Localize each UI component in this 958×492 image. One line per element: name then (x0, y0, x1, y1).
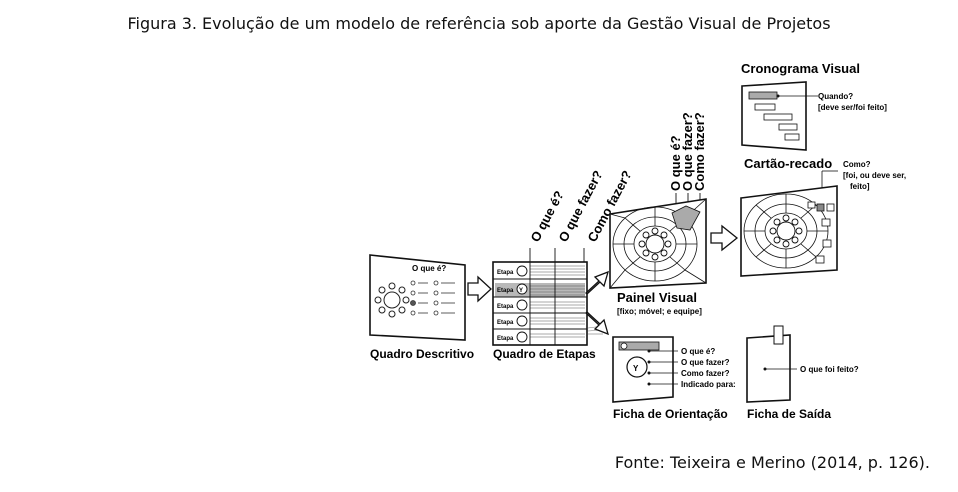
figure-source: Fonte: Teixeira e Merino (2014, p. 126). (614, 453, 930, 472)
svg-text:Cronograma Visual: Cronograma Visual (741, 61, 860, 76)
cronograma-visual: Cronograma Visual Quando? [deve ser/foi … (741, 61, 887, 151)
svg-text:O que é?: O que é? (412, 264, 446, 273)
svg-text:Y: Y (633, 364, 639, 373)
svg-text:Etapa: Etapa (497, 320, 514, 326)
quadro-descritivo: O que é? Quadro Descritivo (369, 254, 474, 361)
ficha-de-saida: O que foi feito? Ficha de Saída (746, 325, 859, 421)
svg-text:O que é?: O que é? (668, 135, 683, 191)
svg-text:Y: Y (519, 288, 523, 294)
ficha-de-saida-label: Ficha de Saída (747, 407, 831, 421)
cartao-recado: Cartão-recado Como? [foi, ou deve ser, f… (740, 156, 906, 277)
svg-text:Etapa: Etapa (497, 336, 514, 342)
flow-arrow (585, 270, 609, 295)
svg-text:Quando?: Quando? (818, 92, 853, 101)
svg-text:Como fazer?: Como fazer? (692, 112, 707, 191)
quadro-de-etapas-label: Quadro de Etapas (493, 347, 596, 361)
flow-arrow (710, 224, 739, 252)
svg-text:Etapa: Etapa (497, 288, 514, 294)
svg-text:Como?: Como? (843, 160, 871, 169)
flow-arrow (585, 311, 609, 336)
figure-caption: Figura 3. Evolução de um modelo de refer… (127, 14, 831, 33)
ficha-de-orientacao: Y O que é? O que fazer? Como fazer? Indi… (612, 336, 736, 421)
flow-arrow (467, 275, 492, 303)
svg-text:Etapa: Etapa (497, 270, 514, 276)
svg-text:[fixo; móvel; e equipe]: [fixo; móvel; e equipe] (617, 307, 702, 316)
svg-text:feito]: feito] (850, 182, 870, 191)
painel-visual-label: Painel Visual (617, 290, 697, 305)
svg-text:[foi, ou deve ser,: [foi, ou deve ser, (843, 171, 906, 180)
svg-text:[deve ser/foi feito]: [deve ser/foi feito] (818, 103, 887, 112)
gear-icon (769, 214, 803, 248)
svg-text:O que é?: O que é? (681, 347, 715, 356)
svg-text:Indicado para:: Indicado para: (681, 380, 736, 389)
svg-text:O que fazer?: O que fazer? (680, 112, 695, 191)
gear-icon (638, 227, 672, 261)
svg-text:Como fazer?: Como fazer? (681, 369, 730, 378)
svg-text:O que foi feito?: O que foi feito? (800, 365, 859, 374)
svg-text:O que fazer?: O que fazer? (681, 358, 730, 367)
svg-text:Etapa: Etapa (497, 304, 514, 310)
quadro-descritivo-label: Quadro Descritivo (370, 347, 474, 361)
gear-icon (374, 282, 410, 318)
ficha-de-orientacao-label: Ficha de Orientação (613, 407, 728, 421)
painel-visual: O que é? O que fazer? Como fazer? Painel… (609, 112, 707, 316)
svg-text:Cartão-recado: Cartão-recado (744, 156, 832, 171)
